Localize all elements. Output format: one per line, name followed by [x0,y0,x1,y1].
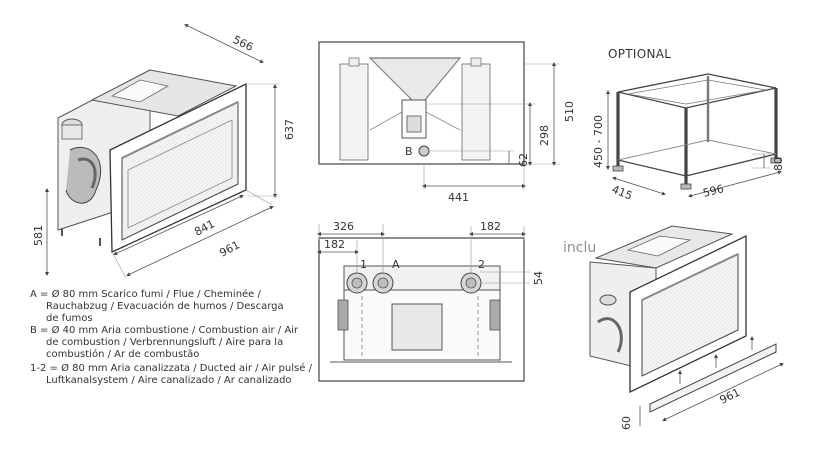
legend-b-line: B = Ø 40 mm Aria combustione / Combustio… [30,325,299,336]
dim-54: 54 [532,271,545,285]
legend-b-line: de combustion / Verbrennungsluft / Aire … [46,337,284,348]
legend-1-2-line: Luftkanalsystem / Aire canalizado / Ar c… [46,375,292,386]
dim-60: 60 [620,416,633,430]
dim-450-700: 450 - 700 [592,115,605,168]
legend-a-line: Rauchabzug / Evacuación de humos / Desca… [46,301,284,312]
dim-frame-961: 961 [718,386,743,407]
legend-a-line: A = Ø 80 mm Scarico fumi / Flue / Chemin… [30,289,261,300]
fireplace-isometric-view: 566 637 581 841 961 [32,24,296,279]
optional-stand: OPTIONAL 450 - 700 415 596 80 [592,47,785,203]
dim-581: 581 [32,225,45,246]
dim-326: 326 [333,220,354,233]
legend-b-line: combustión / Ar de combustão [46,349,200,360]
fireplace-front-view: 1 A 2 326 182 182 54 [317,220,545,382]
label-a: A [392,258,400,271]
fireplace-with-frame-view: inclu 961 60 [563,225,784,430]
legend-a-line: de fumos [46,313,93,324]
dim-510: 510 [563,101,576,122]
label-2: 2 [478,258,485,271]
dim-182-right: 182 [480,220,501,233]
dim-182-left: 182 [324,238,345,251]
dim-637: 637 [283,119,296,140]
optional-label: OPTIONAL [608,47,671,61]
label-1: 1 [360,258,367,271]
dim-62: 62 [517,153,530,167]
label-b: B [405,145,413,158]
dim-441: 441 [448,191,469,204]
dim-566: 566 [231,33,256,54]
dim-841: 841 [192,217,217,238]
dim-596: 596 [702,182,726,200]
inclu-label: inclu [563,240,596,256]
dim-415: 415 [610,183,634,203]
legend-1-2-line: 1-2 = Ø 80 mm Aria canalizzata / Ducted … [30,363,312,374]
fireplace-top-view: B 510 298 62 441 [318,41,576,204]
dim-80: 80 [772,157,785,171]
dim-298: 298 [538,125,551,146]
dim-961: 961 [217,238,242,259]
